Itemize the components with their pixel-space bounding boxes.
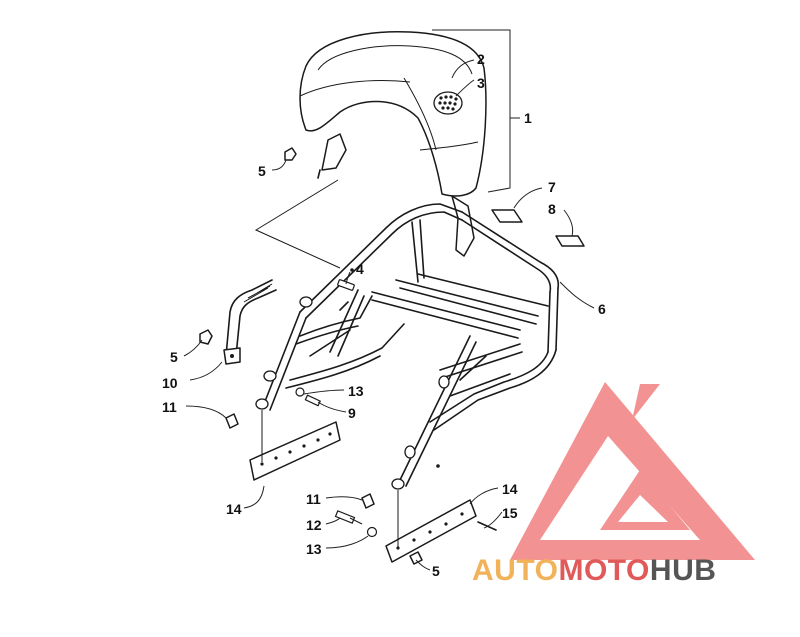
callout-14-left: 14: [226, 501, 242, 517]
bolt-item9: [304, 394, 321, 407]
callout-7: 7: [548, 179, 556, 195]
leader-lines: [183, 59, 595, 571]
callout-5-left: 5: [170, 349, 178, 365]
callout-10: 10: [162, 375, 178, 391]
callout-14-right: 14: [502, 481, 518, 497]
callout-6: 6: [598, 301, 606, 317]
rack-frame: [255, 203, 560, 490]
cap-left: [225, 413, 239, 429]
watermark-logo: [510, 382, 755, 560]
callout-5-top: 5: [258, 163, 266, 179]
bolt-item4: [337, 279, 355, 291]
watermark-moto: MOTO: [558, 554, 650, 587]
callout-13-left: 13: [348, 383, 364, 399]
grab-handle: [223, 279, 277, 365]
watermark-auto: AUTO: [472, 554, 559, 587]
washer-right: [366, 526, 378, 538]
screw-item15: [477, 521, 497, 531]
callout-8: 8: [548, 201, 556, 217]
callout-12: 12: [306, 517, 322, 533]
washer-left: [295, 387, 305, 397]
callout-3: 3: [477, 75, 485, 91]
watermark-wordmark: AUTOMOTOHUB: [472, 554, 716, 588]
phantom-line: [254, 179, 341, 269]
callout-15: 15: [502, 505, 518, 521]
mounting-plate-left: [249, 421, 341, 481]
bolt-item12: [334, 510, 363, 525]
nut-bottom: [409, 551, 423, 565]
callout-4: 4: [356, 261, 364, 277]
nut-left: [199, 329, 213, 345]
mounting-plate-right: [385, 499, 477, 563]
bracket-item1: [432, 29, 511, 193]
decal-item7: [491, 209, 523, 223]
watermark-hub: HUB: [649, 554, 717, 587]
callout-9: 9: [348, 405, 356, 421]
nut-top: [284, 147, 297, 161]
cap-right: [361, 493, 375, 509]
watermark-triangle-notch: [632, 384, 660, 420]
callout-1: 1: [524, 110, 532, 126]
decal-item8: [555, 235, 585, 247]
backrest-pad: [299, 31, 487, 257]
callout-11-left: 11: [162, 399, 177, 415]
callout-11-right: 11: [306, 491, 321, 507]
callout-5-bottom: 5: [432, 563, 440, 579]
callout-labels: 1 2 3 5 4 7 8 6 5 10 11 13 9 14 11 12 13…: [162, 51, 606, 579]
callout-2: 2: [477, 51, 485, 67]
callout-13-right: 13: [306, 541, 322, 557]
badge-emblem: [433, 91, 463, 115]
